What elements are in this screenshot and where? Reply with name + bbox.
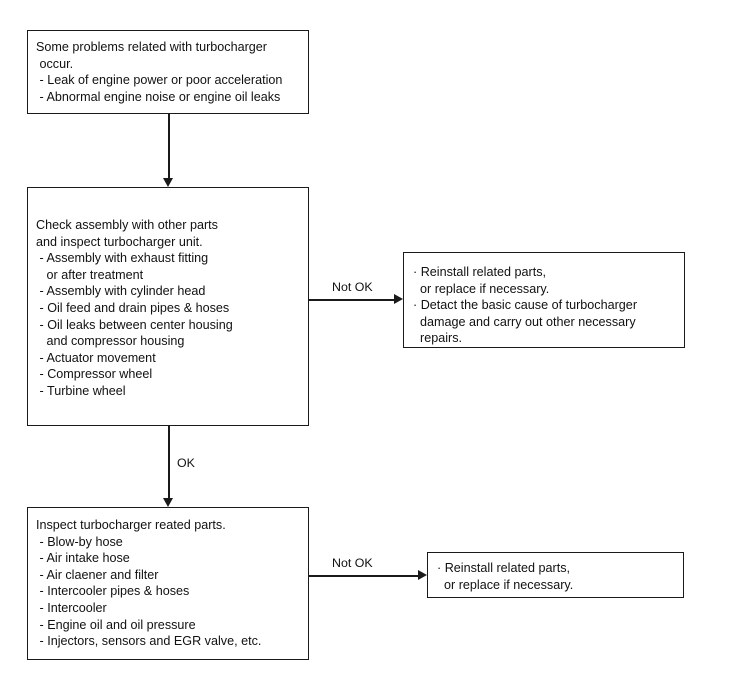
connector-inspect-to-reinstall-arrowhead — [418, 570, 427, 580]
connector-problem-to-check-arrowhead — [163, 178, 173, 187]
node-check-assembly: Check assembly with other parts and insp… — [27, 187, 309, 426]
node-problem-statement: Some problems related with turbocharger … — [27, 30, 309, 114]
connector-problem-to-check-line — [168, 114, 170, 178]
node-inspect-related-parts: Inspect turbocharger reated parts. - Blo… — [27, 507, 309, 660]
node-problem-text: Some problems related with turbocharger … — [36, 40, 283, 104]
node-inspect-text: Inspect turbocharger reated parts. - Blo… — [36, 518, 262, 649]
node-reinstall-1-text: · Reinstall related parts, or replace if… — [413, 265, 638, 346]
node-reinstall-related-parts-short: · Reinstall related parts, or replace if… — [427, 552, 684, 598]
node-check-text: Check assembly with other parts and insp… — [36, 218, 233, 398]
edge-label-inspect-not-ok: Not OK — [330, 556, 375, 570]
connector-check-to-inspect-arrowhead — [163, 498, 173, 507]
connector-inspect-to-reinstall-line — [309, 575, 418, 577]
edge-label-check-ok: OK — [175, 456, 197, 470]
connector-check-to-reinstall-line — [309, 299, 394, 301]
connector-check-to-reinstall-arrowhead — [394, 294, 403, 304]
node-reinstall-2-text: · Reinstall related parts, or replace if… — [437, 561, 574, 592]
connector-check-to-inspect-line — [168, 426, 170, 498]
node-reinstall-related-parts-detailed: · Reinstall related parts, or replace if… — [403, 252, 685, 348]
edge-label-check-not-ok: Not OK — [330, 280, 375, 294]
